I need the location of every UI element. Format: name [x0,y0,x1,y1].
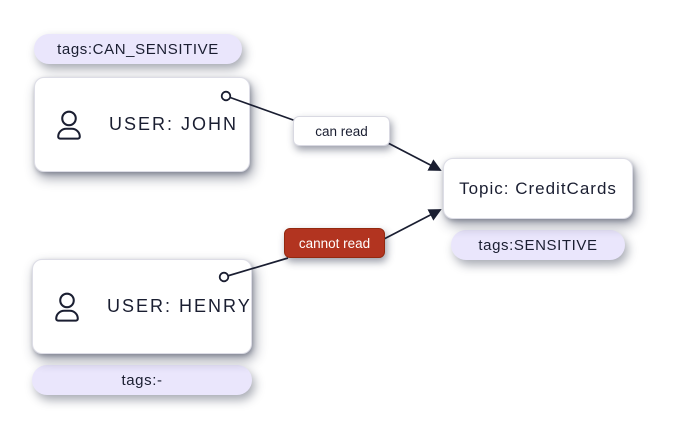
node-user-john[interactable]: USER: JOHN [34,77,250,172]
user-icon [54,109,84,141]
edge-label-can-read[interactable]: can read [293,116,390,146]
edge-label-cannot-read[interactable]: cannot read [284,228,385,258]
node-user-henry[interactable]: USER: HENRY [32,259,252,354]
node-label-topic: Topic: CreditCards [459,178,617,198]
node-topic-creditcards[interactable]: Topic: CreditCards [443,158,633,219]
user-icon [52,291,82,323]
node-label-john: USER: JOHN [109,114,239,134]
tag-badge-topic: tags:SENSITIVE [451,230,625,260]
edge-can-read-segment-b[interactable] [387,142,442,171]
edge-cannot-read-segment-b[interactable] [383,209,442,240]
node-label-henry: USER: HENRY [107,296,252,316]
tag-badge-john: tags:CAN_SENSITIVE [34,34,242,64]
tag-badge-henry: tags:- [32,365,252,395]
